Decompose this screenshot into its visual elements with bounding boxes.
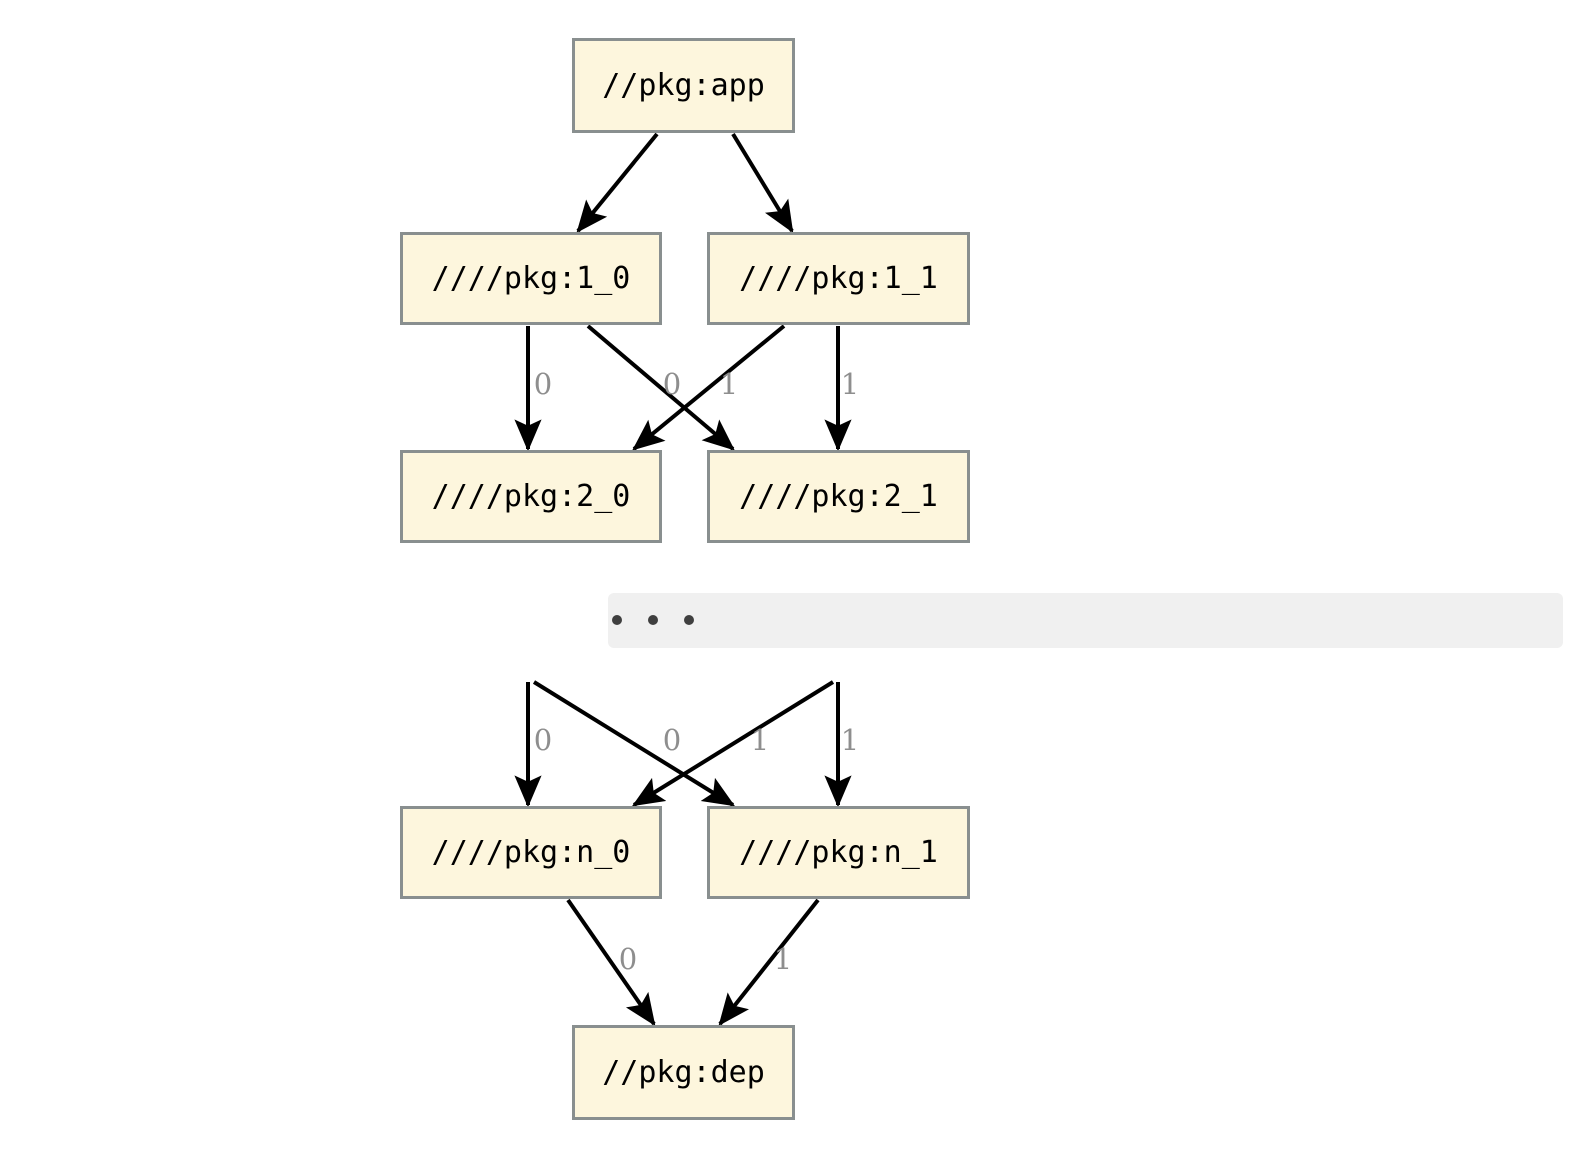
node-n_0-box[interactable] xyxy=(400,806,662,899)
node-dep[interactable]: //pkg:dep xyxy=(572,1025,795,1120)
node-1_1[interactable]: ////pkg:1_1 xyxy=(707,232,970,325)
ellipsis-dot-2 xyxy=(684,615,694,625)
edge-1_1-to-2_0 xyxy=(632,324,786,451)
edges-layer: 0 0 1 1 0 0 1 1 0 1 xyxy=(514,132,859,1026)
edge-...-to-n_1 xyxy=(532,680,736,807)
node-2_1-box[interactable] xyxy=(707,450,970,543)
edge-1_0-to-2_1 xyxy=(586,324,735,451)
node-app-label: //pkg:app xyxy=(602,68,765,103)
node-2_1-label: ////pkg:2_1 xyxy=(739,479,938,514)
node-n_0-label: ////pkg:n_0 xyxy=(432,835,631,870)
node-1_1-label: ////pkg:1_1 xyxy=(739,261,938,296)
node-app[interactable]: //pkg:app xyxy=(572,38,795,133)
edge-n_0-to-dep xyxy=(566,898,656,1026)
edge-...-to-n_1-label: 1 xyxy=(841,723,859,757)
edge-app-to-1_0 xyxy=(576,132,659,233)
edge-n_1-to-dep-label: 1 xyxy=(774,942,792,976)
edge-1_0-to-2_1-label: 0 xyxy=(663,367,681,401)
ellipsis-band xyxy=(608,593,1563,648)
node-n_1-box[interactable] xyxy=(707,806,970,899)
edge-...-to-n_0-label: 1 xyxy=(751,723,769,757)
node-1_0[interactable]: ////pkg:1_0 xyxy=(400,232,662,325)
edge-n_1-to-dep xyxy=(718,898,820,1026)
edge-...-to-n_0-label: 0 xyxy=(534,723,552,757)
node-n_1-label: ////pkg:n_1 xyxy=(739,835,938,870)
node-dep-label: //pkg:dep xyxy=(602,1055,765,1090)
ellipsis-dot-0 xyxy=(612,615,622,625)
node-dep-box[interactable] xyxy=(572,1025,795,1120)
node-1_0-label: ////pkg:1_0 xyxy=(432,261,631,296)
edge-n_0-to-dep-label: 0 xyxy=(619,942,637,976)
node-2_0[interactable]: ////pkg:2_0 xyxy=(400,450,662,543)
node-1_0-box[interactable] xyxy=(400,232,662,325)
edge-1_0-to-2_0-label: 0 xyxy=(534,367,552,401)
node-app-box[interactable] xyxy=(572,38,795,133)
edge-app-to-1_1 xyxy=(731,132,794,234)
node-n_1[interactable]: ////pkg:n_1 xyxy=(707,806,970,899)
ellipsis-separator xyxy=(608,593,1563,648)
nodes-layer: //pkg:app ////pkg:1_0 ////pkg:1_1 ////pkg:2… xyxy=(400,38,970,1120)
edge-...-to-n_0 xyxy=(631,680,835,807)
edge-1_1-to-2_0-label: 1 xyxy=(720,367,738,401)
ellipsis-dot-1 xyxy=(648,615,658,625)
edge-1_1-to-2_1-label: 1 xyxy=(841,367,859,401)
node-2_0-label: ////pkg:2_0 xyxy=(432,479,631,514)
node-1_1-box[interactable] xyxy=(707,232,970,325)
node-2_0-box[interactable] xyxy=(400,450,662,543)
node-n_0[interactable]: ////pkg:n_0 xyxy=(400,806,662,899)
node-2_1[interactable]: ////pkg:2_1 xyxy=(707,450,970,543)
edge-...-to-n_1-label: 0 xyxy=(663,723,681,757)
